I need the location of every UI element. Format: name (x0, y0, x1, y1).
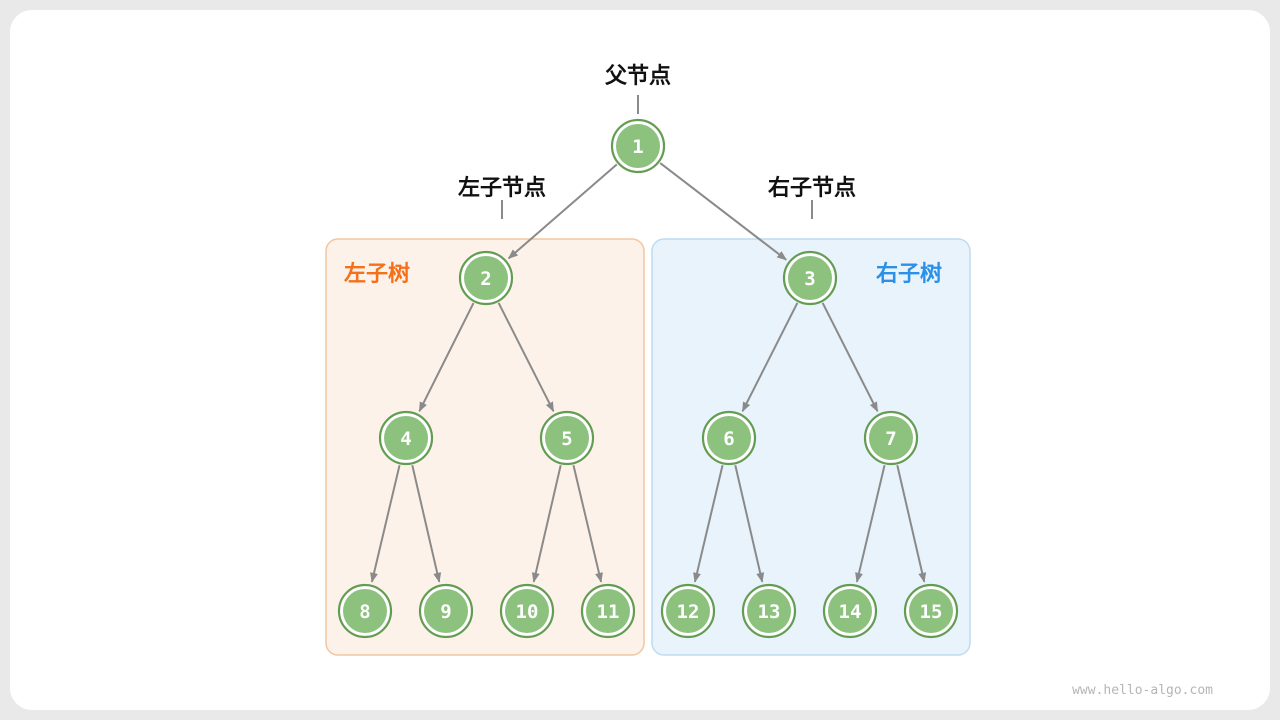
node-core (616, 124, 660, 168)
tree-node: 12 (660, 583, 716, 639)
parent-node-label: 父节点 (604, 63, 672, 88)
tree-node: 7 (863, 410, 919, 466)
right-child-label: 右子节点 (767, 175, 857, 200)
tree-edge (741, 302, 799, 413)
tree-node: 15 (903, 583, 959, 639)
watermark: www.hello-algo.com (1072, 683, 1213, 698)
node-core (747, 589, 791, 633)
node-value: 8 (359, 601, 370, 623)
node-core (707, 416, 751, 460)
right-subtree-label: 右子树 (876, 261, 943, 286)
node-value: 7 (885, 428, 896, 450)
node-value: 12 (677, 601, 700, 623)
tree-node: 2 (458, 250, 514, 306)
left-subtree-label: 左子树 (344, 261, 411, 286)
tree-edge (370, 465, 401, 583)
left-subtree-box (325, 238, 645, 656)
node-core (909, 589, 953, 633)
tree-edge (572, 465, 603, 583)
node-core (666, 589, 710, 633)
node-core (505, 589, 549, 633)
tree-node: 13 (741, 583, 797, 639)
node-core (586, 589, 630, 633)
node-core (424, 589, 468, 633)
node-value: 11 (597, 601, 620, 623)
node-value: 4 (400, 428, 411, 450)
node-value: 1 (632, 136, 643, 158)
node-core (343, 589, 387, 633)
tree-edge (497, 302, 555, 413)
tree-edge (507, 163, 618, 260)
node-value: 3 (804, 268, 815, 290)
node-core (464, 256, 508, 300)
node-value: 15 (920, 601, 943, 623)
node-value: 6 (723, 428, 734, 450)
tree-node: 6 (701, 410, 757, 466)
tree-edge (659, 162, 787, 261)
tree-edge (855, 465, 886, 583)
tree-node: 14 (822, 583, 878, 639)
tree-edge (693, 465, 724, 583)
tree-edge (896, 465, 927, 583)
node-core (545, 416, 589, 460)
node-core (869, 416, 913, 460)
right-subtree-box (651, 238, 971, 656)
node-core (384, 416, 428, 460)
tree-node: 3 (782, 250, 838, 306)
node-value: 13 (758, 601, 781, 623)
tree-edge (418, 302, 475, 413)
tree-node: 4 (378, 410, 434, 466)
node-core (788, 256, 832, 300)
node-core (828, 589, 872, 633)
node-value: 9 (440, 601, 451, 623)
tree-node: 1 (610, 118, 666, 174)
node-value: 10 (516, 601, 539, 623)
tree-node: 5 (539, 410, 595, 466)
tree-edge (531, 465, 562, 583)
tree-node: 9 (418, 583, 474, 639)
node-value: 2 (480, 268, 491, 290)
tree-node: 11 (580, 583, 636, 639)
tree-edge (734, 465, 765, 583)
node-value: 5 (561, 428, 572, 450)
tree-edge (411, 465, 442, 583)
left-child-label: 左子节点 (457, 175, 547, 200)
node-value: 14 (839, 601, 862, 623)
tree-edge (821, 302, 879, 413)
tree-node: 10 (499, 583, 555, 639)
tree-node: 8 (337, 583, 393, 639)
